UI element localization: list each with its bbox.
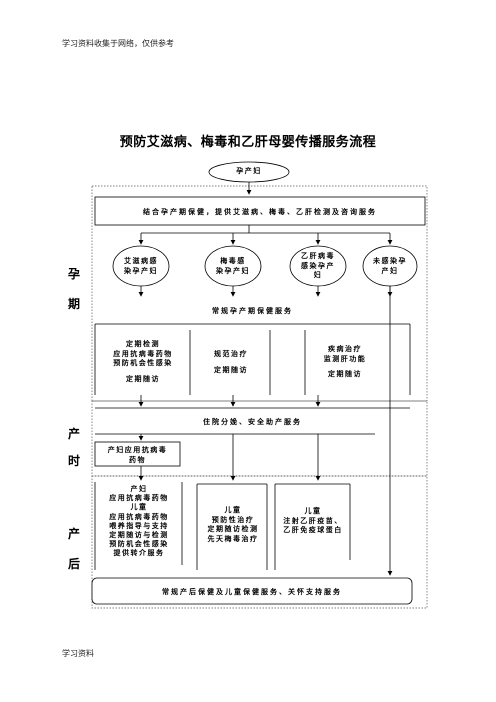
hiv-node: 艾滋病感染孕产妇 [124,258,158,275]
post-hiv-node: 产妇应用抗病毒药物儿童应用抗病毒药物喂养指导与支持定期随访与检测预防机会性感染提… [109,486,169,558]
phase-pregnancy-2: 期 [68,297,81,311]
delivery-arv-node: 产妇应用抗病毒药物 [107,447,168,464]
delivery-node: 住院分娩、安全助产服务 [203,419,302,426]
hepb-care-node: 疾病治疗监测肝功能定期随访 [323,346,367,378]
start-node: 孕产妇 [236,168,262,175]
phase-delivery-1: 产 [68,427,81,441]
syphilis-node: 梅毒感染孕产妇 [216,258,250,275]
phase-postpartum-1: 产 [68,527,81,541]
final-node: 常规产后保健及儿童保健服务、关怀支持服务 [162,589,342,596]
phase-delivery-2: 时 [68,454,81,468]
hiv-care-node: 定期检测应用抗病毒药物预防机会性感染定期随访 [113,341,173,383]
hepb-node: 乙肝病毒感染孕产妇 [301,253,335,279]
page-title: 预防艾滋病、梅毒和乙肝母婴传播服务流程 [119,134,377,149]
counseling-node: 结合孕产期保健，提供艾滋病、梅毒、乙肝检测及咨询服务 [143,209,377,216]
phase-pregnancy-1: 孕 [68,267,81,281]
header-note: 学习资料收集于网络，仅供参考 [62,39,174,48]
syphilis-care-node: 规范治疗定期随访 [214,351,248,374]
uninfected-node: 未感染孕产妇 [373,258,407,275]
post-hepb-node: 儿童注射乙肝疫苗、乙肝免疫球蛋白 [283,508,343,534]
footer-note: 学习资料 [62,649,94,658]
routine-care-node: 常规孕产期保健服务 [212,308,293,315]
post-syphilis-node: 儿童预防性治疗定期随访检测先天梅毒治疗 [207,507,259,543]
phase-postpartum-2: 后 [68,557,81,571]
